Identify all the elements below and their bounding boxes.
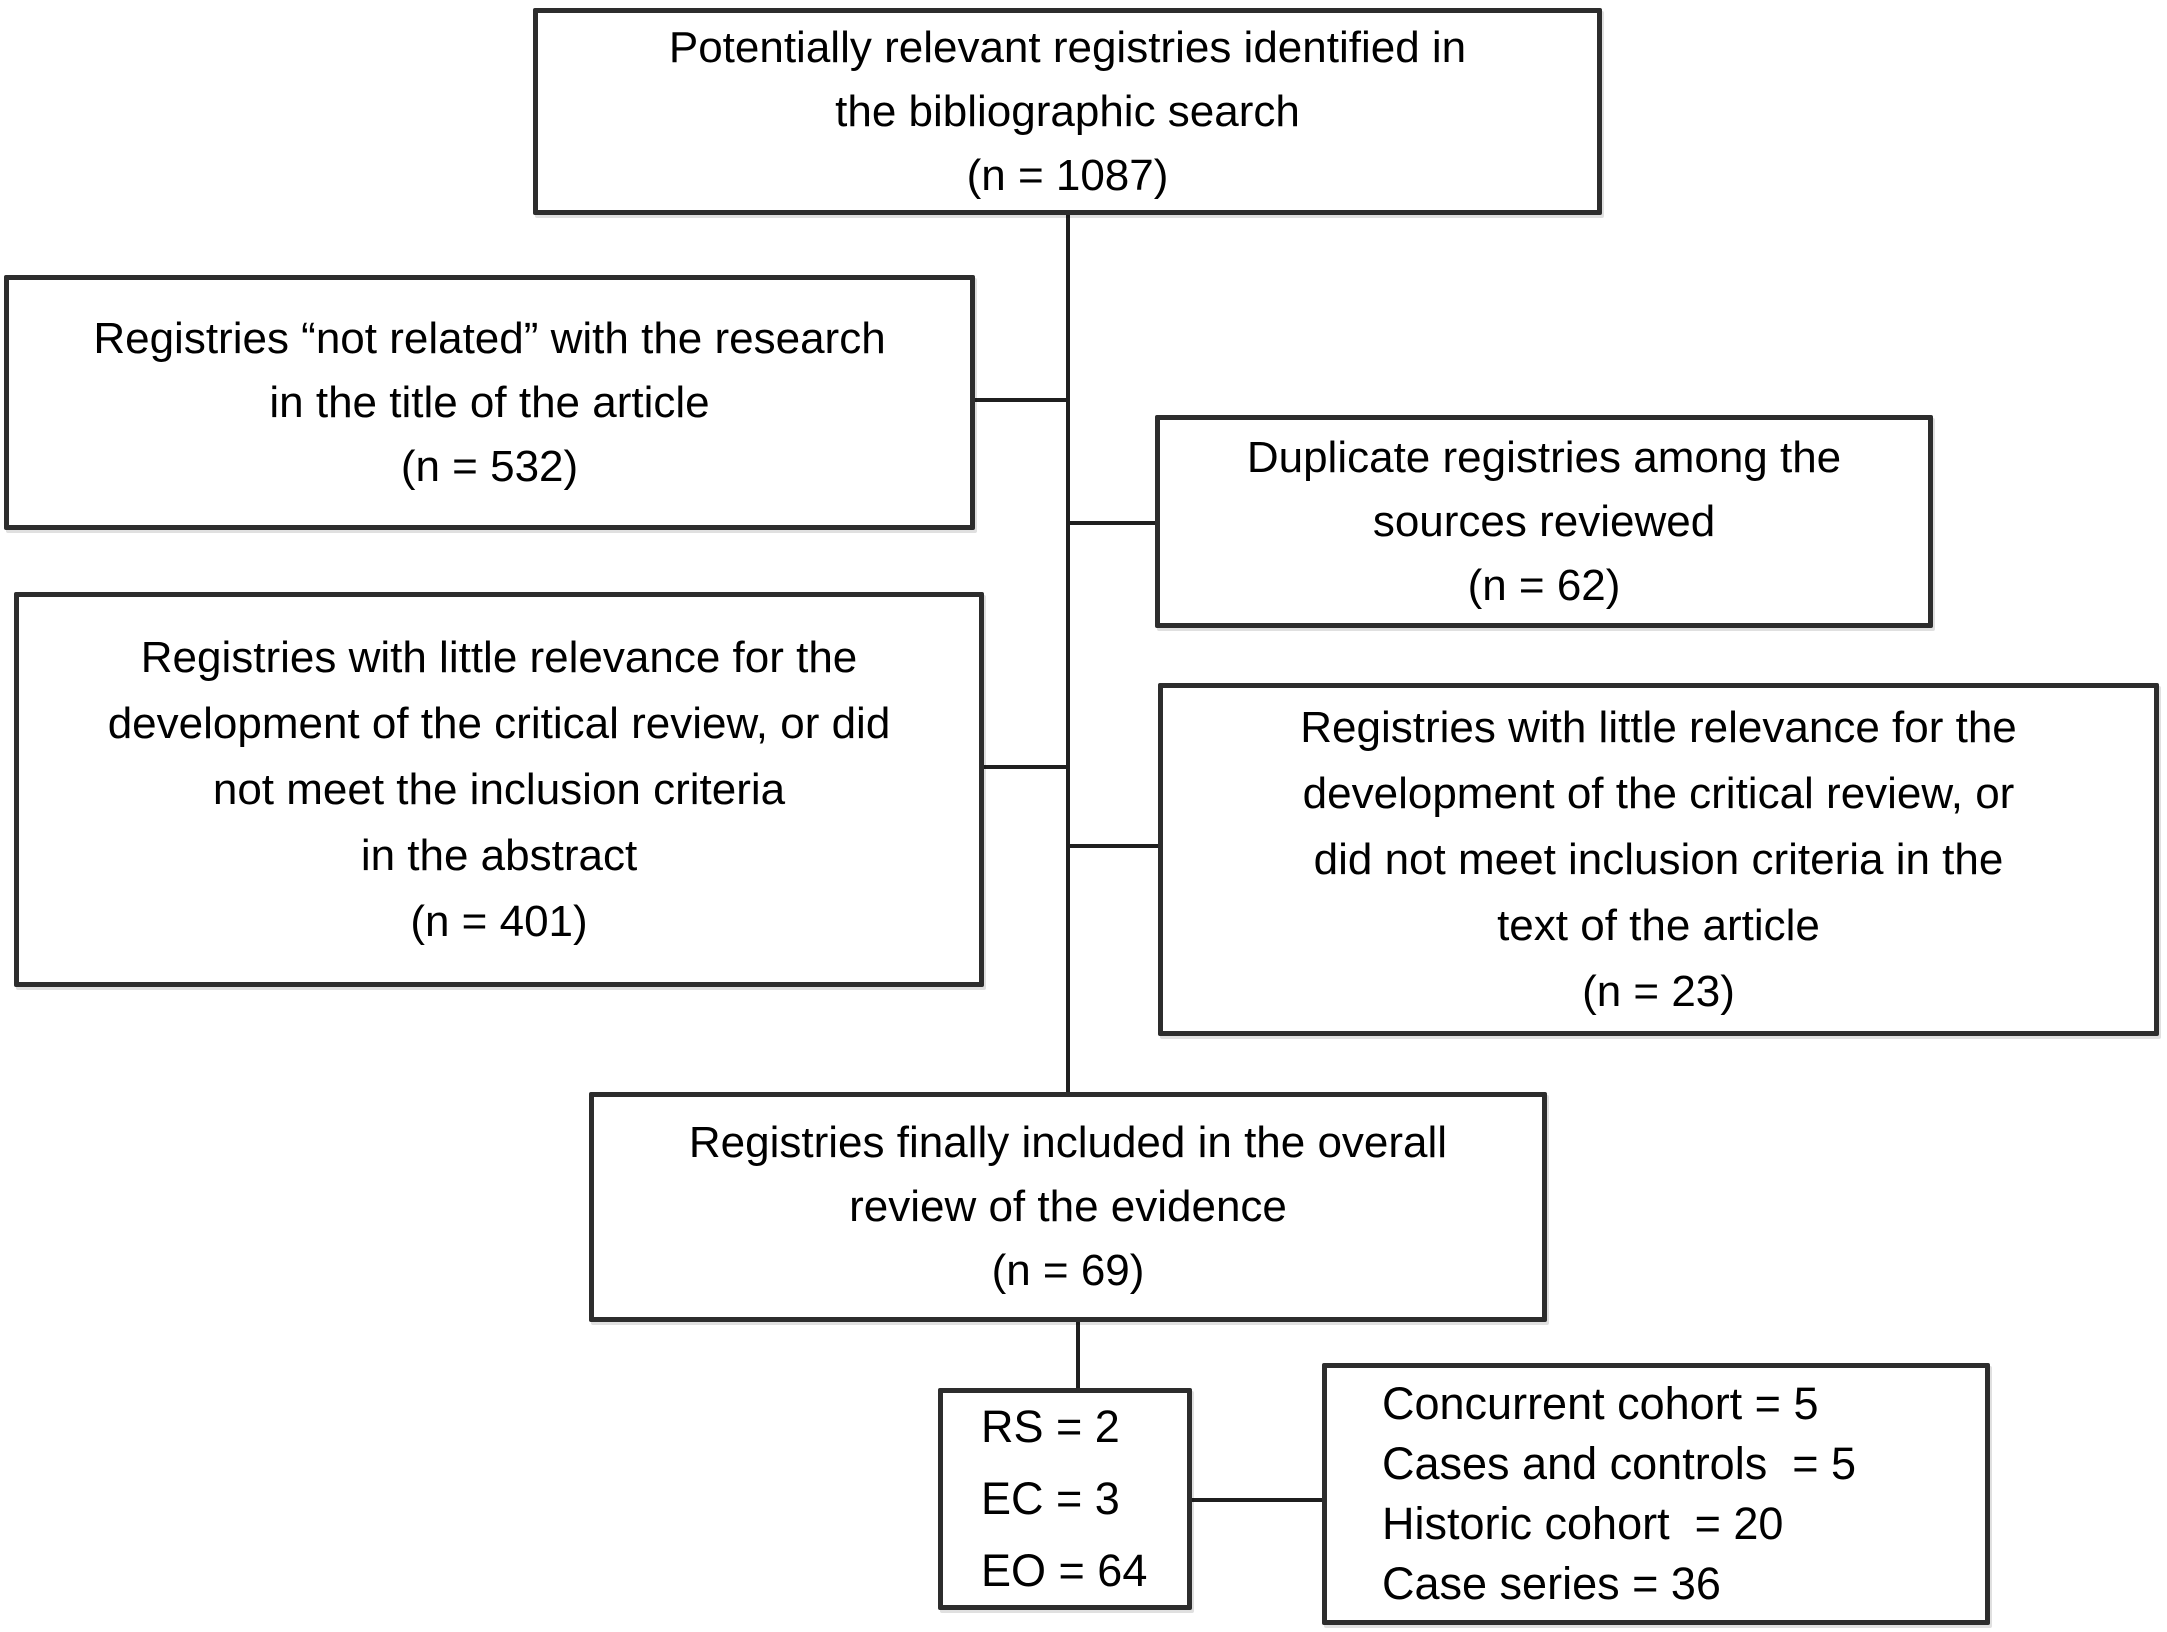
connector-abstract-exclusion-line bbox=[982, 765, 1070, 769]
text-line: in the title of the article bbox=[269, 377, 710, 427]
text-line: the bibliographic search bbox=[835, 86, 1300, 136]
text-line: development of the critical review, or d… bbox=[107, 698, 891, 748]
text-line: Case series = 36 bbox=[1382, 1558, 1721, 1609]
text-line: development of the critical review, or bbox=[1302, 768, 2015, 818]
text-line: (n = 1087) bbox=[966, 150, 1169, 200]
text-line: Registries finally included in the overa… bbox=[688, 1118, 1448, 1167]
box-duplicate-registries: Duplicate registries among the sources r… bbox=[1155, 415, 1933, 628]
text-line: EC = 3 bbox=[981, 1473, 1120, 1524]
text-line: (n = 532) bbox=[400, 441, 579, 491]
text-line: sources reviewed bbox=[1372, 496, 1716, 546]
box-registries-identified: Potentially relevant registries identifi… bbox=[533, 8, 1602, 215]
text-line: EO = 64 bbox=[981, 1545, 1148, 1596]
text-line: in the abstract bbox=[360, 830, 638, 880]
box-study-design-types: Concurrent cohort = 5 Cases and controls… bbox=[1322, 1363, 1990, 1625]
box-excluded-abstract: Registries with little relevance for the… bbox=[14, 592, 984, 987]
text-line: Registries with little relevance for the bbox=[140, 632, 858, 682]
text-line: (n = 401) bbox=[410, 896, 588, 946]
connector-title-exclusion-line bbox=[973, 398, 1068, 402]
text-line: (n = 69) bbox=[991, 1246, 1145, 1295]
text-line: review of the evidence bbox=[849, 1182, 1287, 1231]
box-excluded-not-related-title: Registries “not related” with the resear… bbox=[4, 275, 975, 530]
connector-duplicates-line bbox=[1068, 521, 1157, 525]
text-line: Historic cohort = 20 bbox=[1382, 1498, 1784, 1549]
text-line: RS = 2 bbox=[981, 1401, 1120, 1452]
connector-fulltext-exclusion-line bbox=[1068, 844, 1160, 848]
box-study-design-codes: RS = 2 EC = 3 EO = 64 bbox=[938, 1388, 1192, 1610]
text-line: text of the article bbox=[1497, 900, 1820, 950]
text-line: (n = 23) bbox=[1582, 966, 1735, 1016]
text-line: Registries with little relevance for the bbox=[1300, 702, 2017, 752]
box-excluded-fulltext: Registries with little relevance for the… bbox=[1158, 683, 2159, 1036]
text-line: not meet the inclusion criteria bbox=[212, 764, 786, 814]
text-line: Registries “not related” with the resear… bbox=[93, 313, 886, 363]
text-line: did not meet inclusion criteria in the bbox=[1313, 834, 2004, 884]
text-line: Duplicate registries among the bbox=[1246, 432, 1842, 482]
text-line: Concurrent cohort = 5 bbox=[1382, 1378, 1819, 1429]
text-line: Potentially relevant registries identifi… bbox=[668, 22, 1467, 72]
box-registries-included: Registries finally included in the overa… bbox=[589, 1092, 1547, 1322]
text-line: Cases and controls = 5 bbox=[1382, 1438, 1857, 1489]
connector-included-down-line bbox=[1076, 1320, 1080, 1390]
text-line: (n = 62) bbox=[1467, 560, 1621, 610]
connector-codes-types-line bbox=[1190, 1498, 1324, 1502]
connector-main-vertical-line bbox=[1066, 213, 1070, 1094]
